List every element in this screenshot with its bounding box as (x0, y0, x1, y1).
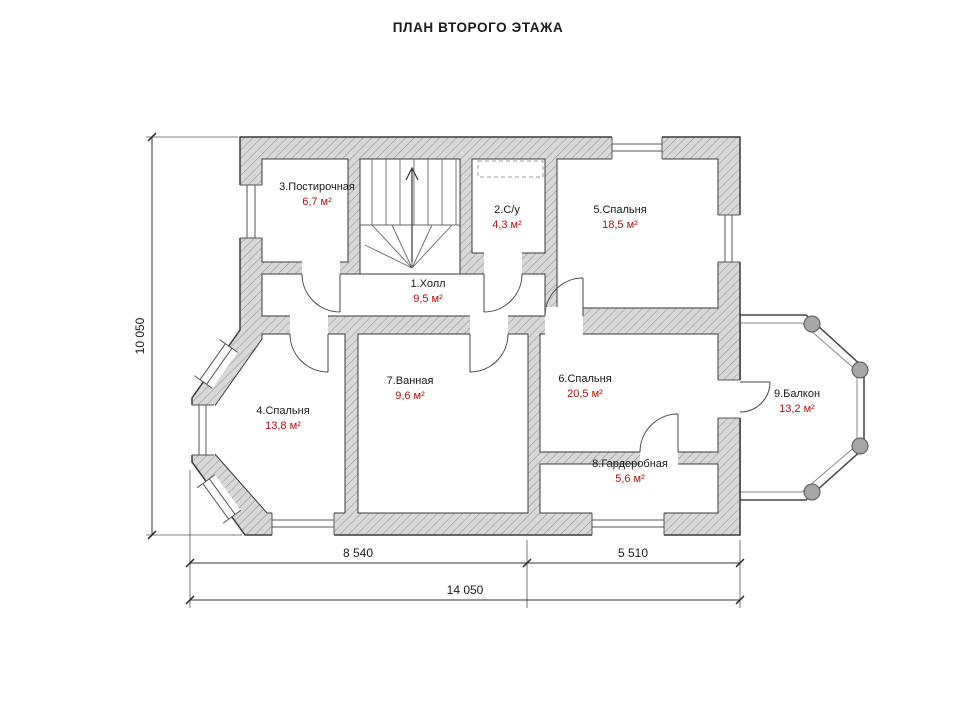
room-wc (471, 158, 546, 254)
window-left (239, 184, 263, 239)
room-bedroom5 (556, 158, 719, 309)
label-hall-area: 9,5 м² (413, 293, 443, 305)
window-top (611, 136, 663, 160)
label-hall-name: 1.Холл (410, 278, 445, 290)
window-right (717, 214, 741, 263)
label-bathroom-area: 9,6 м² (395, 390, 425, 402)
room-bathroom (357, 333, 529, 514)
label-wc-name: 2.С/у (494, 204, 520, 216)
page-title: ПЛАН ВТОРОГО ЭТАЖА (393, 20, 564, 35)
room-wardrobe (539, 463, 719, 514)
dim-bottom-right: 5 510 (618, 546, 648, 560)
room-labels: 1.Холл 9,5 м² 2.С/у 4,3 м² 3.Постирочная… (256, 181, 820, 485)
label-bedroom5-area: 18,5 м² (602, 219, 638, 231)
door-wc (483, 252, 523, 313)
dim-bottom-left: 8 540 (343, 546, 373, 560)
door-balcony (717, 379, 771, 419)
stairwell (359, 158, 461, 275)
label-bathroom-name: 7.Ванная (387, 375, 434, 387)
label-wardrobe-name: 8.Гардеробная (592, 458, 668, 470)
opening-above-wc (477, 160, 544, 178)
door-bathroom (469, 315, 509, 373)
balcony-columns (803, 315, 869, 501)
dimension-annotations: 10 050 8 540 5 510 14 050 (133, 132, 745, 608)
label-bedroom6-area: 20,5 м² (567, 388, 603, 400)
label-bedroom4-name: 4.Спальня (256, 405, 309, 417)
door-wardrobe (639, 413, 679, 465)
stairs (360, 159, 544, 269)
hall (261, 273, 546, 317)
label-wc-area: 4,3 м² (492, 219, 522, 231)
room-bedroom6 (539, 333, 719, 453)
room-bedroom4 (213, 333, 346, 514)
window-bay-lower-diagonal (196, 474, 242, 524)
window-bottom (591, 512, 665, 536)
doors (289, 252, 771, 465)
door-bedroom6 (544, 277, 584, 335)
label-bedroom5-name: 5.Спальня (593, 204, 646, 216)
window-bay-upper-diagonal (194, 339, 238, 389)
dim-left-height: 10 050 (133, 317, 147, 354)
column (851, 361, 869, 379)
window-bay-bottom (271, 512, 335, 536)
dim-bottom-total: 14 050 (447, 583, 484, 597)
column (803, 315, 821, 333)
column (803, 483, 821, 501)
door-laundry (301, 261, 341, 313)
room-laundry (261, 158, 349, 263)
window-bay-left (191, 404, 215, 456)
door-bedroom4 (289, 315, 329, 373)
column (851, 437, 869, 455)
label-laundry-name: 3.Постирочная (279, 181, 355, 193)
label-bedroom4-area: 13,8 м² (265, 420, 301, 432)
label-balcony-name: 9.Балкон (774, 388, 820, 400)
label-balcony-area: 13,2 м² (779, 403, 815, 415)
windows (191, 136, 741, 536)
label-laundry-area: 6,7 м² (302, 196, 332, 208)
label-wardrobe-area: 5,6 м² (615, 473, 645, 485)
label-bedroom6-name: 6.Спальня (558, 373, 611, 385)
